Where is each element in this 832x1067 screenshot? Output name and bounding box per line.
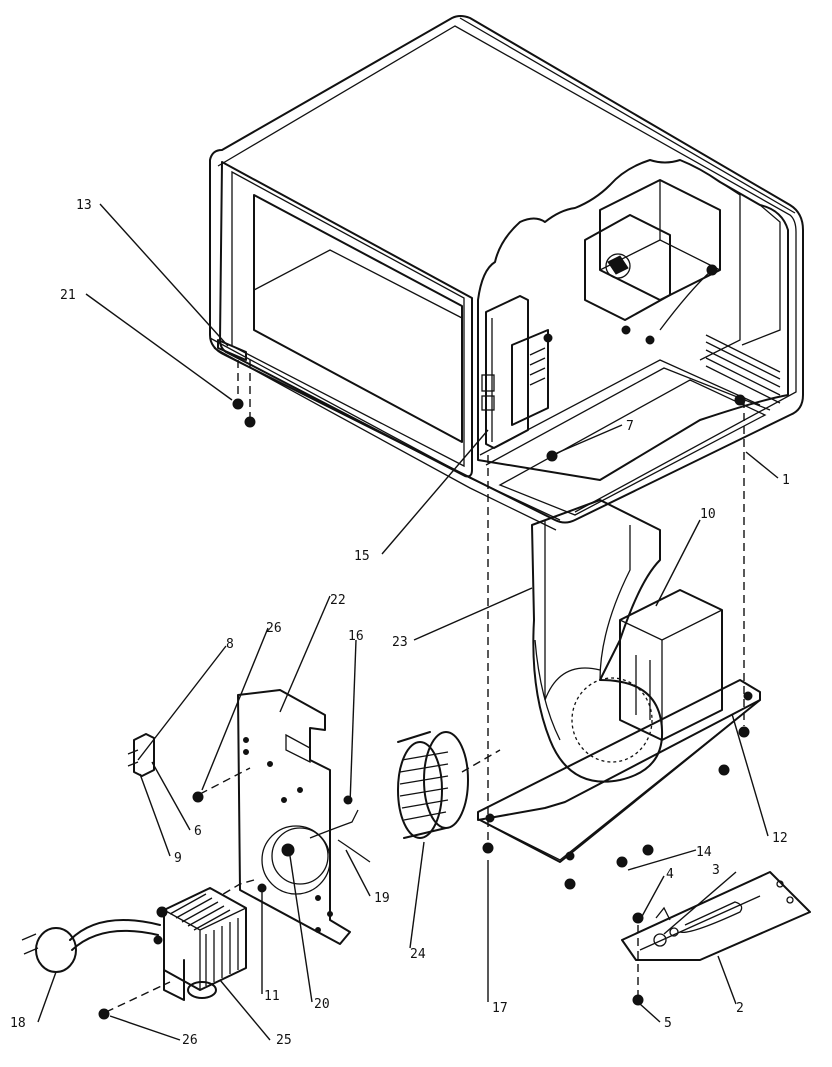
power-cord bbox=[21, 919, 161, 973]
magnetron-assembly bbox=[584, 179, 721, 345]
callout-21: 21 bbox=[60, 288, 76, 303]
fan-motor bbox=[153, 887, 247, 1001]
callout-10: 10 bbox=[700, 507, 716, 522]
callout-26a: 26 bbox=[266, 621, 282, 636]
callout-12: 12 bbox=[772, 831, 788, 846]
switch bbox=[127, 733, 155, 777]
cabinet-wrapper bbox=[209, 15, 804, 531]
cabinet-cutaway bbox=[477, 159, 789, 516]
callout-4: 4 bbox=[666, 867, 674, 882]
callout-22: 22 bbox=[330, 593, 346, 608]
callout-19: 19 bbox=[374, 891, 390, 906]
callout-17: 17 bbox=[492, 1001, 508, 1016]
callout-1: 1 bbox=[782, 473, 790, 488]
transformer bbox=[619, 589, 723, 741]
callout-13: 13 bbox=[76, 198, 92, 213]
callout-23: 23 bbox=[392, 635, 408, 650]
callout-26b: 26 bbox=[182, 1033, 198, 1048]
callout-8: 8 bbox=[226, 637, 234, 652]
mounting-bracket bbox=[621, 871, 811, 1006]
callout-9: 9 bbox=[174, 851, 182, 866]
callout-16: 16 bbox=[348, 629, 364, 644]
callout-3: 3 bbox=[712, 863, 720, 878]
callout-18: 18 bbox=[10, 1016, 26, 1031]
blower-wheel bbox=[397, 731, 469, 839]
callout-2: 2 bbox=[736, 1001, 744, 1016]
callout-7: 7 bbox=[626, 419, 634, 434]
motor-bracket bbox=[237, 689, 351, 945]
callout-24: 24 bbox=[410, 947, 426, 962]
callout-15: 15 bbox=[354, 549, 370, 564]
alignment-lines bbox=[105, 360, 745, 1013]
callout-labels: 1 2 3 4 5 6 7 8 9 10 11 12 13 14 15 16 1… bbox=[10, 198, 790, 1048]
callout-6: 6 bbox=[194, 824, 202, 839]
callout-20: 20 bbox=[314, 997, 330, 1012]
callout-25: 25 bbox=[276, 1033, 292, 1048]
leader-lines bbox=[37, 203, 779, 1041]
base-plate bbox=[477, 679, 761, 863]
callout-5: 5 bbox=[664, 1016, 672, 1031]
callout-11: 11 bbox=[264, 989, 280, 1004]
cabinet-screws bbox=[217, 339, 746, 428]
interlock-bracket bbox=[481, 295, 558, 462]
callout-14: 14 bbox=[696, 845, 712, 860]
air-duct bbox=[531, 499, 664, 783]
loose-screws bbox=[98, 726, 750, 1020]
bracket-wire-clip bbox=[309, 795, 371, 863]
